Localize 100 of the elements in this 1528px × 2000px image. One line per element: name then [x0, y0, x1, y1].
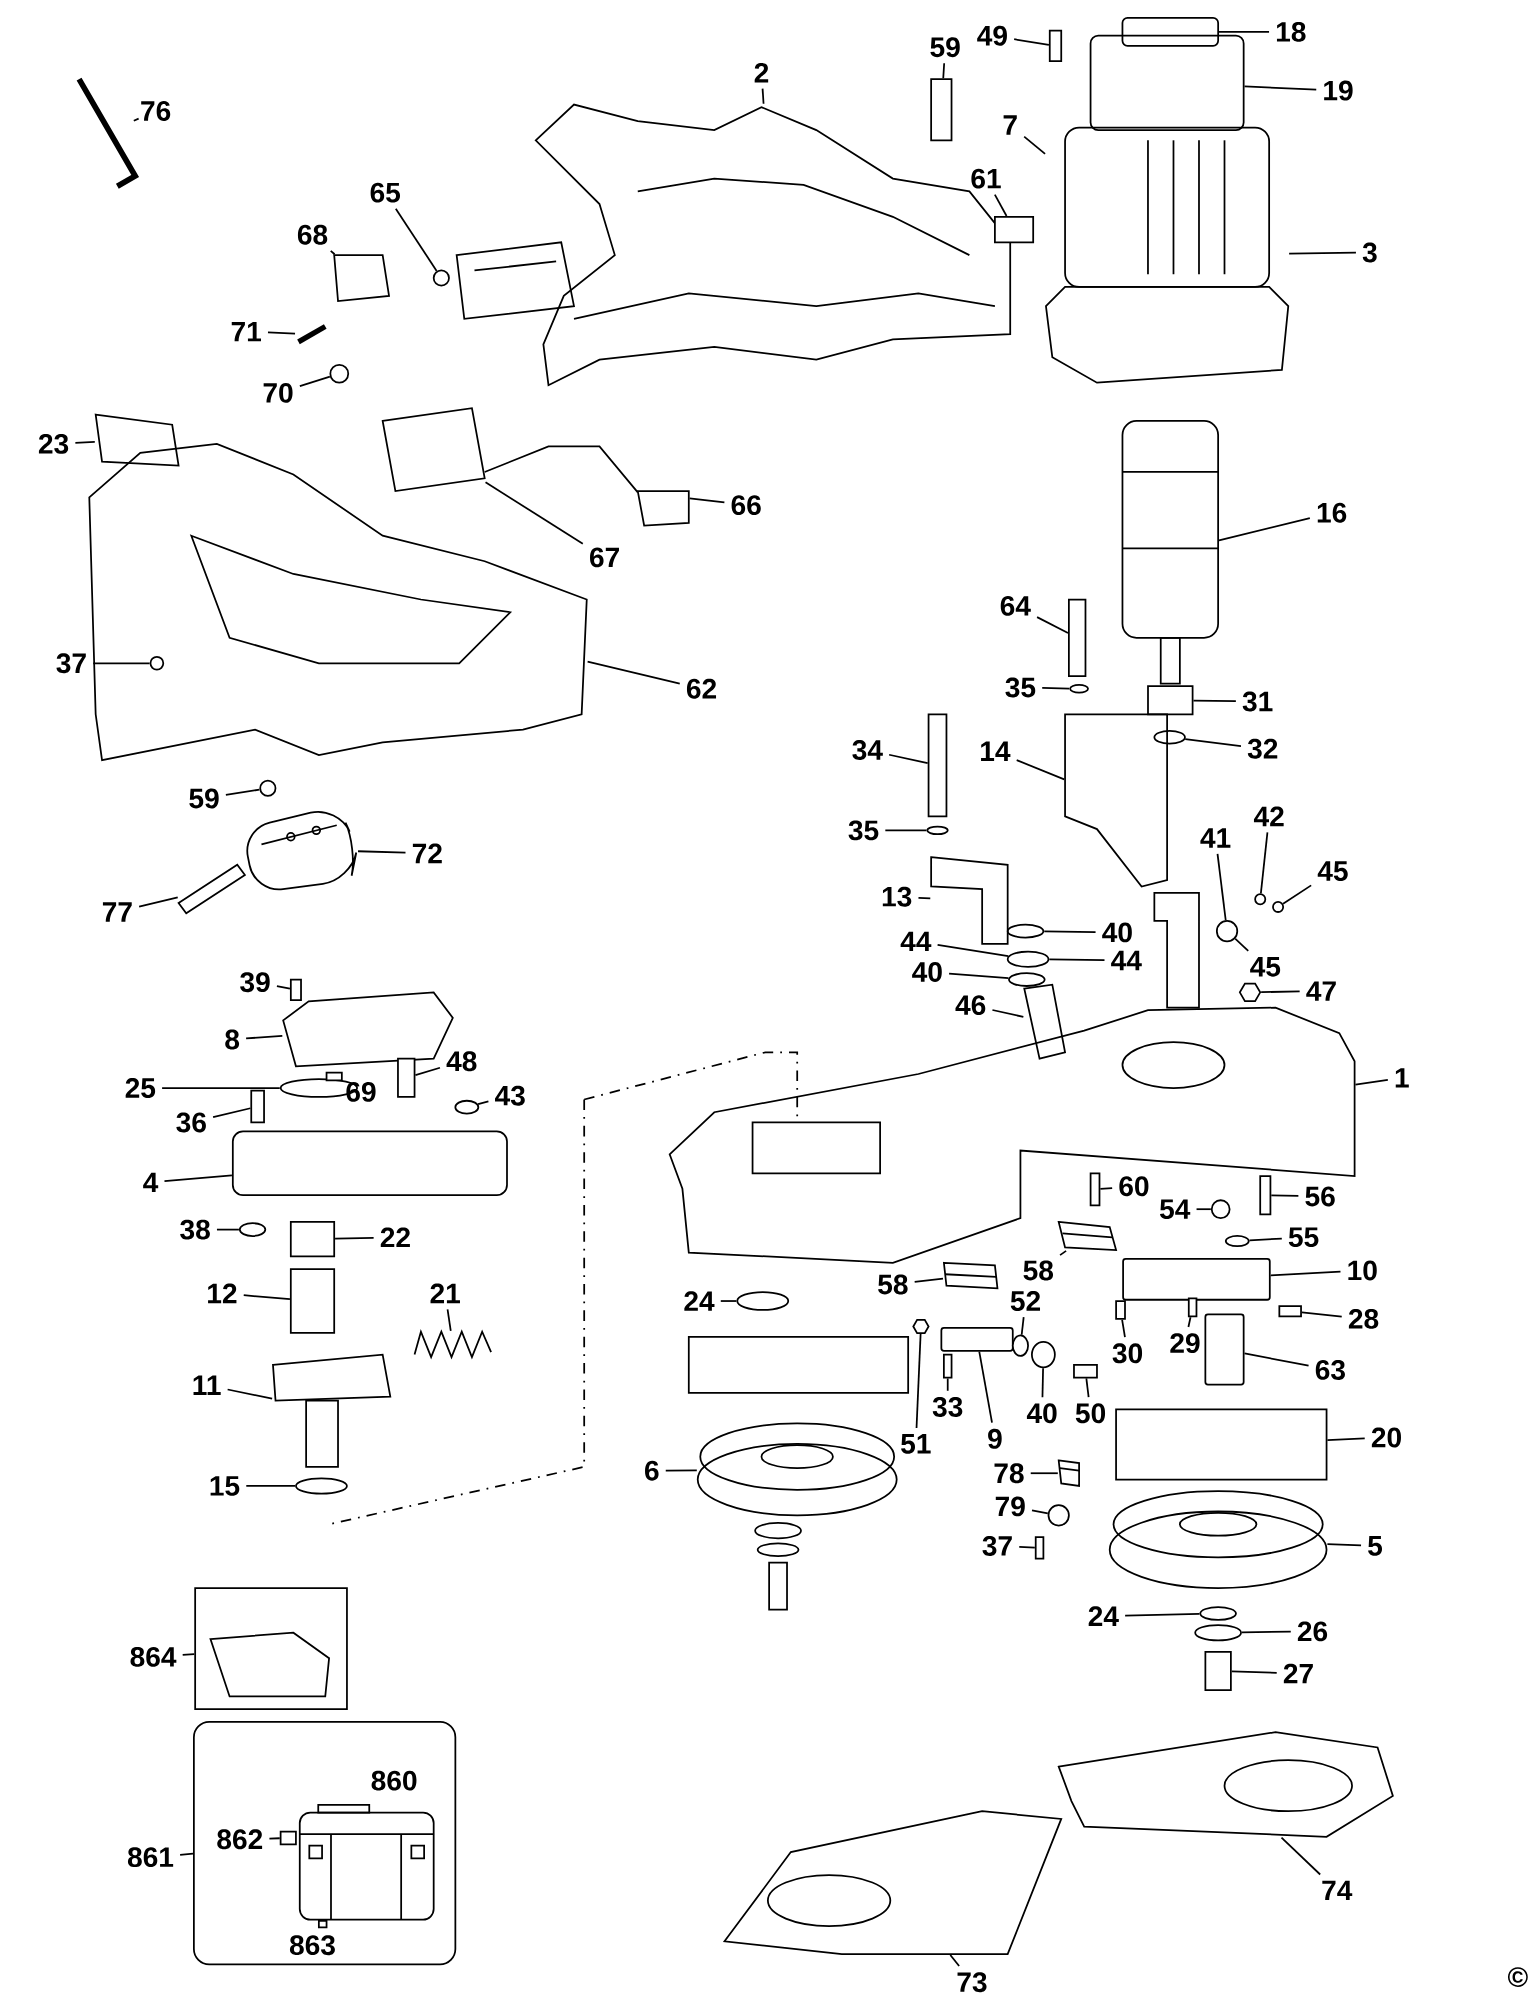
- leader-line: [1015, 759, 1066, 781]
- leader-line: [1301, 1311, 1343, 1318]
- leader-line: [664, 1469, 698, 1472]
- stud: [397, 1057, 416, 1098]
- callout-number: 11: [186, 1370, 227, 1401]
- leader-line: [948, 972, 1010, 980]
- screw: [1254, 893, 1267, 906]
- callout-number: 31: [1236, 686, 1279, 717]
- leader-line: [1270, 1194, 1300, 1197]
- screw: [317, 1920, 328, 1929]
- callout-number: 72: [406, 838, 449, 869]
- rivet: [1210, 1199, 1231, 1220]
- callout-number: 4: [137, 1167, 164, 1198]
- callout-number: 14: [974, 736, 1016, 767]
- callout-number: 63: [1309, 1354, 1352, 1386]
- callout-number: 30: [1106, 1338, 1149, 1369]
- leader-line: [226, 1388, 273, 1400]
- callout-number: 9: [981, 1423, 1008, 1454]
- callout-number: 32: [1241, 733, 1284, 764]
- motor: [1121, 420, 1219, 685]
- callout-number: 5: [1361, 1530, 1389, 1561]
- shaft: [289, 1268, 336, 1334]
- guide-bracket: [1153, 892, 1200, 1009]
- callout-number: 71: [225, 316, 268, 347]
- leader-line: [949, 1954, 960, 1967]
- leader-line: [946, 1377, 949, 1392]
- leader-line: [978, 1350, 993, 1424]
- callout-number: 23: [32, 428, 75, 460]
- callout-number: 70: [257, 377, 299, 409]
- leader-line: [1326, 1543, 1362, 1547]
- callout-number: 66: [725, 489, 768, 521]
- leader-line: [942, 62, 946, 80]
- callout-number: 54: [1153, 1194, 1196, 1225]
- leader-line: [586, 660, 681, 685]
- callout-number: 13: [875, 881, 918, 912]
- leader-line: [936, 943, 1010, 957]
- guide-pin: [1023, 983, 1067, 1060]
- washer: [736, 1291, 790, 1311]
- hex-nut: [912, 1319, 930, 1335]
- callout-number: 18: [1269, 16, 1312, 48]
- cap-pad: [1121, 16, 1219, 47]
- case-insert: [209, 1631, 330, 1698]
- washer: [1006, 950, 1050, 968]
- leader-line: [913, 1277, 944, 1283]
- washer: [295, 1477, 348, 1495]
- callout-number: 40: [906, 956, 949, 988]
- leader-line: [414, 1066, 441, 1076]
- washer: [756, 1542, 800, 1558]
- hex-nut: [1238, 982, 1262, 1003]
- leader-line: [1041, 1367, 1044, 1399]
- leader-line: [1269, 1270, 1342, 1277]
- screw: [1259, 1175, 1272, 1216]
- callout-number: 55: [1282, 1222, 1325, 1253]
- screw: [1115, 1300, 1126, 1320]
- callout-number: 15: [203, 1470, 246, 1502]
- leader-line: [329, 249, 336, 256]
- leader-line: [1218, 517, 1311, 542]
- callout-number: 861: [121, 1841, 180, 1873]
- callout-number: 22: [374, 1222, 417, 1253]
- screw: [1278, 1305, 1302, 1318]
- callout-number: 73: [951, 1966, 993, 1998]
- callout-number: 26: [1291, 1616, 1334, 1647]
- callout-number: 19: [1317, 75, 1359, 106]
- clip: [246, 811, 358, 891]
- leader-line: [1259, 831, 1269, 895]
- wheel: [1108, 1490, 1328, 1589]
- screw: [259, 779, 277, 797]
- callout-number: 42: [1248, 801, 1291, 832]
- leader-line: [1187, 1316, 1192, 1328]
- leader-line: [92, 662, 151, 665]
- callout-number: 21: [424, 1278, 467, 1309]
- leader-line: [245, 1034, 284, 1040]
- knob: [1047, 1504, 1070, 1527]
- pin: [177, 863, 247, 915]
- callout-number: 39: [234, 966, 276, 998]
- leader-line: [1048, 958, 1106, 962]
- screw: [289, 978, 302, 1001]
- wheel: [696, 1422, 898, 1517]
- callout-number: 76: [134, 95, 177, 127]
- callout-number: 24: [678, 1285, 720, 1317]
- callout-number: 49: [971, 20, 1014, 51]
- callout-number: 6: [638, 1455, 665, 1486]
- leader-line: [1121, 1318, 1126, 1339]
- callout-number: 24: [1082, 1601, 1125, 1632]
- leader-line: [212, 1107, 252, 1119]
- leader-line: [1036, 616, 1069, 634]
- callout-number: 45: [1244, 951, 1287, 982]
- tire: [1115, 1408, 1328, 1481]
- tension-arm: [272, 1353, 392, 1468]
- washer: [1199, 1606, 1237, 1621]
- pin: [329, 363, 350, 384]
- leader-line: [298, 375, 331, 387]
- callout-number: 864: [124, 1641, 182, 1673]
- leader-line: [1243, 1352, 1310, 1367]
- callout-number: 862: [211, 1824, 269, 1855]
- kit-frame: [193, 1721, 457, 1966]
- leader-line: [1059, 1250, 1067, 1257]
- leader-line: [1248, 1237, 1283, 1242]
- leader-line: [1282, 884, 1312, 905]
- trigger-switch: [333, 254, 391, 302]
